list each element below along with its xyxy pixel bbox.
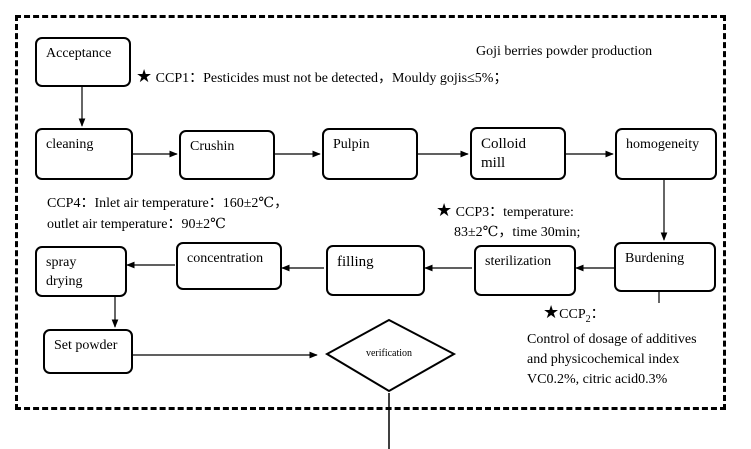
annotation-ccp3-text-1: CCP3：temperature: [455,205,574,220]
node-set-powder: Set powder [43,329,133,374]
annotation-ccp1-text: CCP1：Pesticides must not be detected，Mou… [155,71,508,86]
node-colloid-mill-label-1: Colloid [481,136,527,152]
node-homogeneity: homogeneity [615,128,717,180]
node-pulpin-label: Pulpin [333,137,370,152]
node-concentration: concentration [176,242,282,290]
annotation-ccp3-line-2: 83±2℃，time 30min; [454,225,581,240]
annotation-ccp2-line-3: VC0.2%, citric acid0.3% [527,371,668,387]
annotation-ccp3: ★ CCP3：temperature: 83±2℃，time 30min; [436,201,580,243]
node-filling: filling [326,245,425,296]
verification-diamond [324,318,457,393]
annotation-ccp4-line-1: CCP4：Inlet air temperature：160±2℃， [47,196,289,211]
node-set-powder-label: Set powder [54,338,118,353]
node-pulpin: Pulpin [322,128,418,180]
node-spray-drying-label-1: spray [46,255,77,270]
annotation-ccp2: ★CCP2： Control of dosage of additives an… [527,303,697,390]
node-spray-drying: spray drying [35,246,127,297]
annotation-ccp4-line-2: outlet air temperature：90±2℃ [47,217,226,232]
star-icon: ★ [436,200,453,220]
annotation-ccp2-label: CCP [559,307,586,322]
node-acceptance: Acceptance [35,37,131,87]
star-icon: ★ [543,302,560,322]
node-crushin-label: Crushin [190,139,235,154]
node-burdening: Burdening [614,242,716,292]
node-sterilization: sterilization [474,245,576,296]
node-burdening-label: Burdening [625,251,685,266]
annotation-ccp1: ★ CCP1：Pesticides must not be detected，M… [136,67,507,89]
dashed-border-frame [15,15,726,410]
annotation-ccp2-colon: ： [590,307,605,322]
node-colloid-mill: Colloid mill [470,127,566,180]
annotation-ccp3-line-1: ★ CCP3：temperature: [436,201,580,223]
node-homogeneity-label: homogeneity [626,137,700,152]
annotation-ccp2-line-2: and physicochemical index [527,351,680,367]
node-colloid-mill-label-2: mill [481,155,506,171]
annotation-ccp2-line-1: Control of dosage of additives [527,331,697,347]
annotation-ccp4: CCP4：Inlet air temperature：160±2℃， outle… [47,193,288,235]
node-sterilization-label: sterilization [485,254,552,269]
annotation-ccp2-subscript: 2 [585,313,591,325]
node-acceptance-label: Acceptance [46,46,112,61]
star-icon: ★ [136,66,153,86]
annotation-ccp2-heading: ★CCP2： [527,303,697,330]
verification-label: verification [365,348,413,359]
node-concentration-label: concentration [187,251,264,266]
node-cleaning: cleaning [35,128,133,180]
node-cleaning-label: cleaning [46,137,94,152]
chart-title: Goji berries powder production [476,44,653,59]
node-crushin: Crushin [179,130,275,180]
node-spray-drying-label-2: drying [46,274,83,289]
node-filling-label: filling [337,254,374,270]
